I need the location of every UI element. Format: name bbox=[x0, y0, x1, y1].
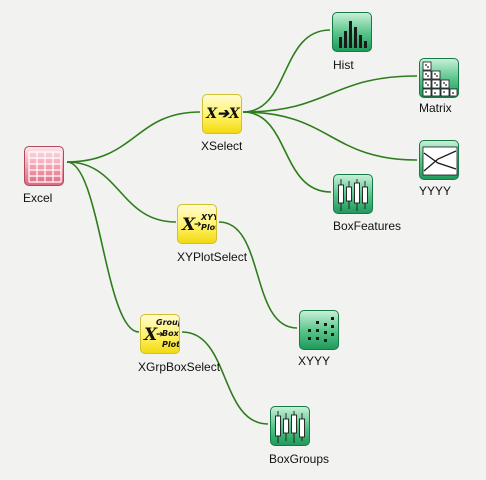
boxplot-groups-icon[interactable] bbox=[270, 406, 310, 446]
histogram-icon[interactable] bbox=[332, 12, 372, 52]
x-to-x-icon[interactable]: X➔X bbox=[202, 94, 242, 134]
wire-excel-xselect bbox=[66, 111, 201, 163]
icon-arrow: ➔ bbox=[194, 220, 202, 230]
node-label-xgrpboxselect: XGrpBoxSelect bbox=[138, 360, 221, 374]
node-label-xyyy: XYYY bbox=[298, 354, 331, 368]
node-label-boxfeatures: BoxFeatures bbox=[333, 219, 402, 233]
icon-sub-text: Plot bbox=[162, 340, 180, 349]
line-chart-icon[interactable] bbox=[419, 140, 459, 180]
node-label-boxgroups: BoxGroups bbox=[269, 452, 330, 466]
wire-xselect-hist bbox=[242, 29, 331, 113]
node-label-hist: Hist bbox=[333, 58, 354, 72]
wire-xyplotselect-xyyy bbox=[218, 221, 298, 329]
node-label-excel: Excel bbox=[23, 191, 53, 205]
node-label-matrix: Matrix bbox=[419, 101, 452, 115]
icon-sub-text: XYY bbox=[201, 213, 217, 222]
dot-plot-icon[interactable] bbox=[299, 310, 339, 350]
node-label-yyyy: YYYY bbox=[419, 184, 452, 198]
scatter-matrix-icon[interactable] bbox=[419, 58, 459, 98]
wire-xselect-boxfeatures bbox=[242, 111, 332, 193]
icon-main-letter: X bbox=[144, 325, 158, 345]
icon-sub-text: Box bbox=[162, 329, 179, 338]
wire-xselect-matrix bbox=[242, 75, 418, 113]
x-to-group-box-plot-icon[interactable]: X ➔ Group Box Plot bbox=[140, 314, 180, 354]
node-label-xselect: XSelect bbox=[201, 139, 243, 153]
x-to-xyy-plot-icon[interactable]: X ➔ XYY Plot bbox=[177, 204, 217, 244]
icon-main-letter: X bbox=[182, 215, 196, 235]
wire-excel-xgrpboxselect bbox=[66, 161, 140, 333]
wire-excel-xyplotselect bbox=[66, 161, 177, 223]
icon-sub-text: Group bbox=[156, 318, 179, 327]
wire-xselect-yyyy bbox=[242, 111, 418, 161]
node-label-xyplotselect: XYPlotSelect bbox=[177, 250, 248, 264]
x-to-x-icon-text: X➔X bbox=[206, 106, 240, 122]
boxplot-icon[interactable] bbox=[333, 174, 373, 214]
table-grid-icon[interactable] bbox=[24, 146, 64, 186]
icon-arrow: ➔ bbox=[156, 330, 164, 340]
icon-sub-text: Plot bbox=[201, 223, 216, 232]
wire-xgrpboxselect-boxgroups bbox=[181, 331, 269, 425]
